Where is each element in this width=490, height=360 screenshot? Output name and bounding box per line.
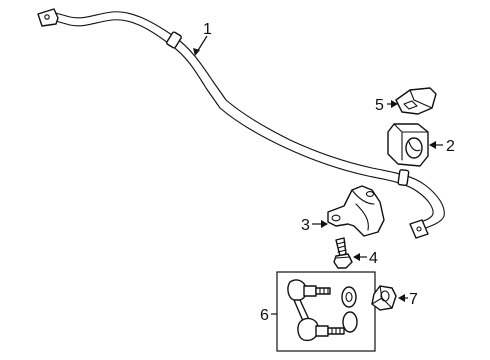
stabilizer-link-kit <box>276 271 376 352</box>
callout-4: 4 <box>369 250 378 267</box>
bracket-insert <box>395 87 437 115</box>
bolt <box>333 237 353 269</box>
leader-lines <box>193 35 443 315</box>
nut <box>371 285 397 311</box>
bushing <box>387 123 429 167</box>
bushing-bracket <box>327 185 385 237</box>
callout-5: 5 <box>375 97 384 114</box>
stabilizer-bar <box>37 8 445 239</box>
callout-6: 6 <box>260 307 269 324</box>
callout-labels: 1 2 3 4 5 6 7 <box>203 21 455 324</box>
callout-3: 3 <box>301 217 310 234</box>
callout-2: 2 <box>446 138 455 155</box>
kit-box <box>276 271 376 352</box>
callout-1: 1 <box>203 21 212 38</box>
callout-7: 7 <box>409 291 418 308</box>
